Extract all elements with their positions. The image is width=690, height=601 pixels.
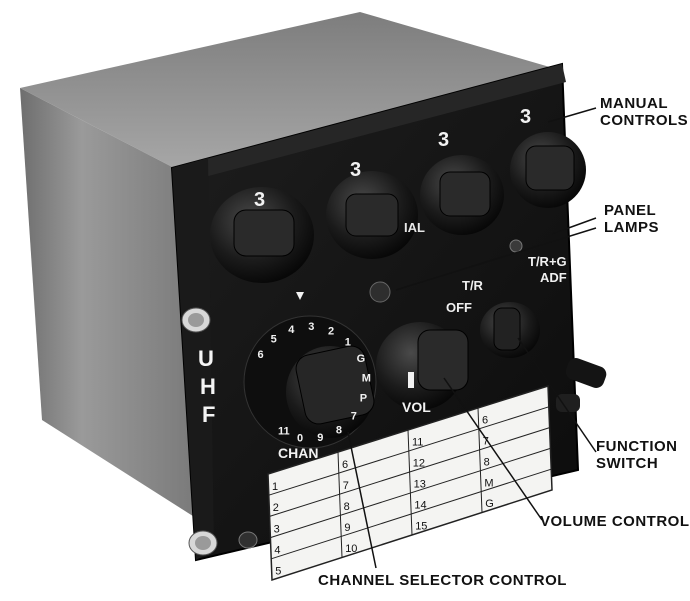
dial-mark: 5 <box>271 334 277 346</box>
panel-top-rail <box>172 64 566 184</box>
vol-marker <box>408 372 414 388</box>
switch-off-label: OFF <box>446 300 472 315</box>
callout-volume-control: VOLUME CONTROL <box>540 513 690 530</box>
manual-digit: 3 <box>254 189 265 211</box>
card-entry: 7 <box>483 436 489 448</box>
dial-mark: 2 <box>328 326 334 338</box>
card-entry: 14 <box>414 500 426 512</box>
card-entry: 4 <box>274 545 280 557</box>
card-entry: 10 <box>345 543 357 555</box>
manual-digit: 3 <box>350 159 361 181</box>
knob-grip <box>439 171 491 217</box>
dial-mark: 9 <box>317 432 323 444</box>
dial-mark: 7 <box>351 411 357 423</box>
switch-tr-label: T/R <box>462 278 484 293</box>
switch-adf-label: ADF <box>540 270 567 285</box>
card-entry: 7 <box>343 480 349 492</box>
svg-text:F: F <box>202 402 215 427</box>
card-column-line <box>337 451 343 558</box>
card-entry: 13 <box>414 479 426 491</box>
svg-text:H: H <box>200 374 216 399</box>
card-entry: 6 <box>342 459 348 471</box>
panel-left-rail <box>172 158 214 560</box>
dial-mark: 8 <box>336 424 342 436</box>
card-row-line <box>268 406 549 496</box>
callout-line: LAMPS <box>604 219 659 236</box>
dial-mark: 0 <box>297 432 303 444</box>
switch-trg-label: T/R+G <box>528 254 567 269</box>
dial-mark: M <box>362 373 371 385</box>
card-entry: 9 <box>344 522 350 534</box>
card-entry: 8 <box>484 457 490 469</box>
leader-lines <box>347 107 597 569</box>
callout-function-switch: FUNCTION SWITCH <box>596 438 678 472</box>
dial-mark: P <box>360 393 367 405</box>
svg-text:U: U <box>198 346 214 371</box>
callout-channel-selector: CHANNEL SELECTOR CONTROL <box>318 572 567 589</box>
channel-selector-dial[interactable] <box>243 315 377 449</box>
case-side <box>20 88 196 518</box>
card-entry: 15 <box>415 521 427 533</box>
card-entry: 1 <box>272 481 278 493</box>
knob-grip <box>525 145 575 191</box>
manual-label: IAL <box>404 220 425 235</box>
callout-line: FUNCTION <box>596 438 678 455</box>
card-entry: 5 <box>275 566 281 578</box>
dial-mark: G <box>357 353 366 365</box>
card-entry: 11 <box>412 437 423 449</box>
dial-mark: 11 <box>278 426 290 438</box>
callout-panel-lamps: PANEL LAMPS <box>604 202 659 236</box>
dial-mark: 1 <box>345 337 351 349</box>
panel-lamp-icon <box>369 281 391 303</box>
card-entry: 12 <box>413 458 425 470</box>
dial-mark: 4 <box>288 324 295 336</box>
knob-grip <box>345 193 399 237</box>
dial-mark: 6 <box>258 349 264 361</box>
callout-line: MANUAL <box>600 95 668 112</box>
knob-grip <box>233 209 295 257</box>
vol-label: VOL <box>402 399 431 415</box>
panel-screws <box>181 307 258 556</box>
card-entry: 3 <box>274 523 280 535</box>
card-entry: 8 <box>344 501 350 513</box>
callout-line: CONTROLS <box>600 112 689 129</box>
callout-line: SWITCH <box>596 455 659 472</box>
callout-manual-controls: MANUAL CONTROLS <box>600 95 688 129</box>
card-column-line <box>407 429 413 536</box>
card-column-line <box>477 407 483 513</box>
manual-digit: 3 <box>438 129 449 151</box>
dial-pointer <box>296 292 304 300</box>
panel-lamp-icon <box>509 239 523 253</box>
card-entry: G <box>485 498 494 510</box>
uhf-label: U H F <box>198 346 216 427</box>
volume-knob[interactable] <box>376 322 469 410</box>
manual-digit: 3 <box>520 106 531 128</box>
manual-knobs <box>210 132 586 283</box>
card-entry: 2 <box>273 502 279 514</box>
chan-label: CHAN <box>278 445 318 461</box>
case-top <box>20 12 560 170</box>
dial-mark: 3 <box>308 321 314 333</box>
manual-digits: 3 3 3 3 <box>254 106 531 211</box>
card-row-line <box>271 468 552 560</box>
card-row-line <box>269 427 550 517</box>
card-entry: 6 <box>482 415 488 427</box>
callout-line: PANEL <box>604 202 657 219</box>
card-entry: M <box>484 477 493 489</box>
rear-connector <box>556 358 607 412</box>
toggle-switch-icon[interactable] <box>480 302 540 358</box>
